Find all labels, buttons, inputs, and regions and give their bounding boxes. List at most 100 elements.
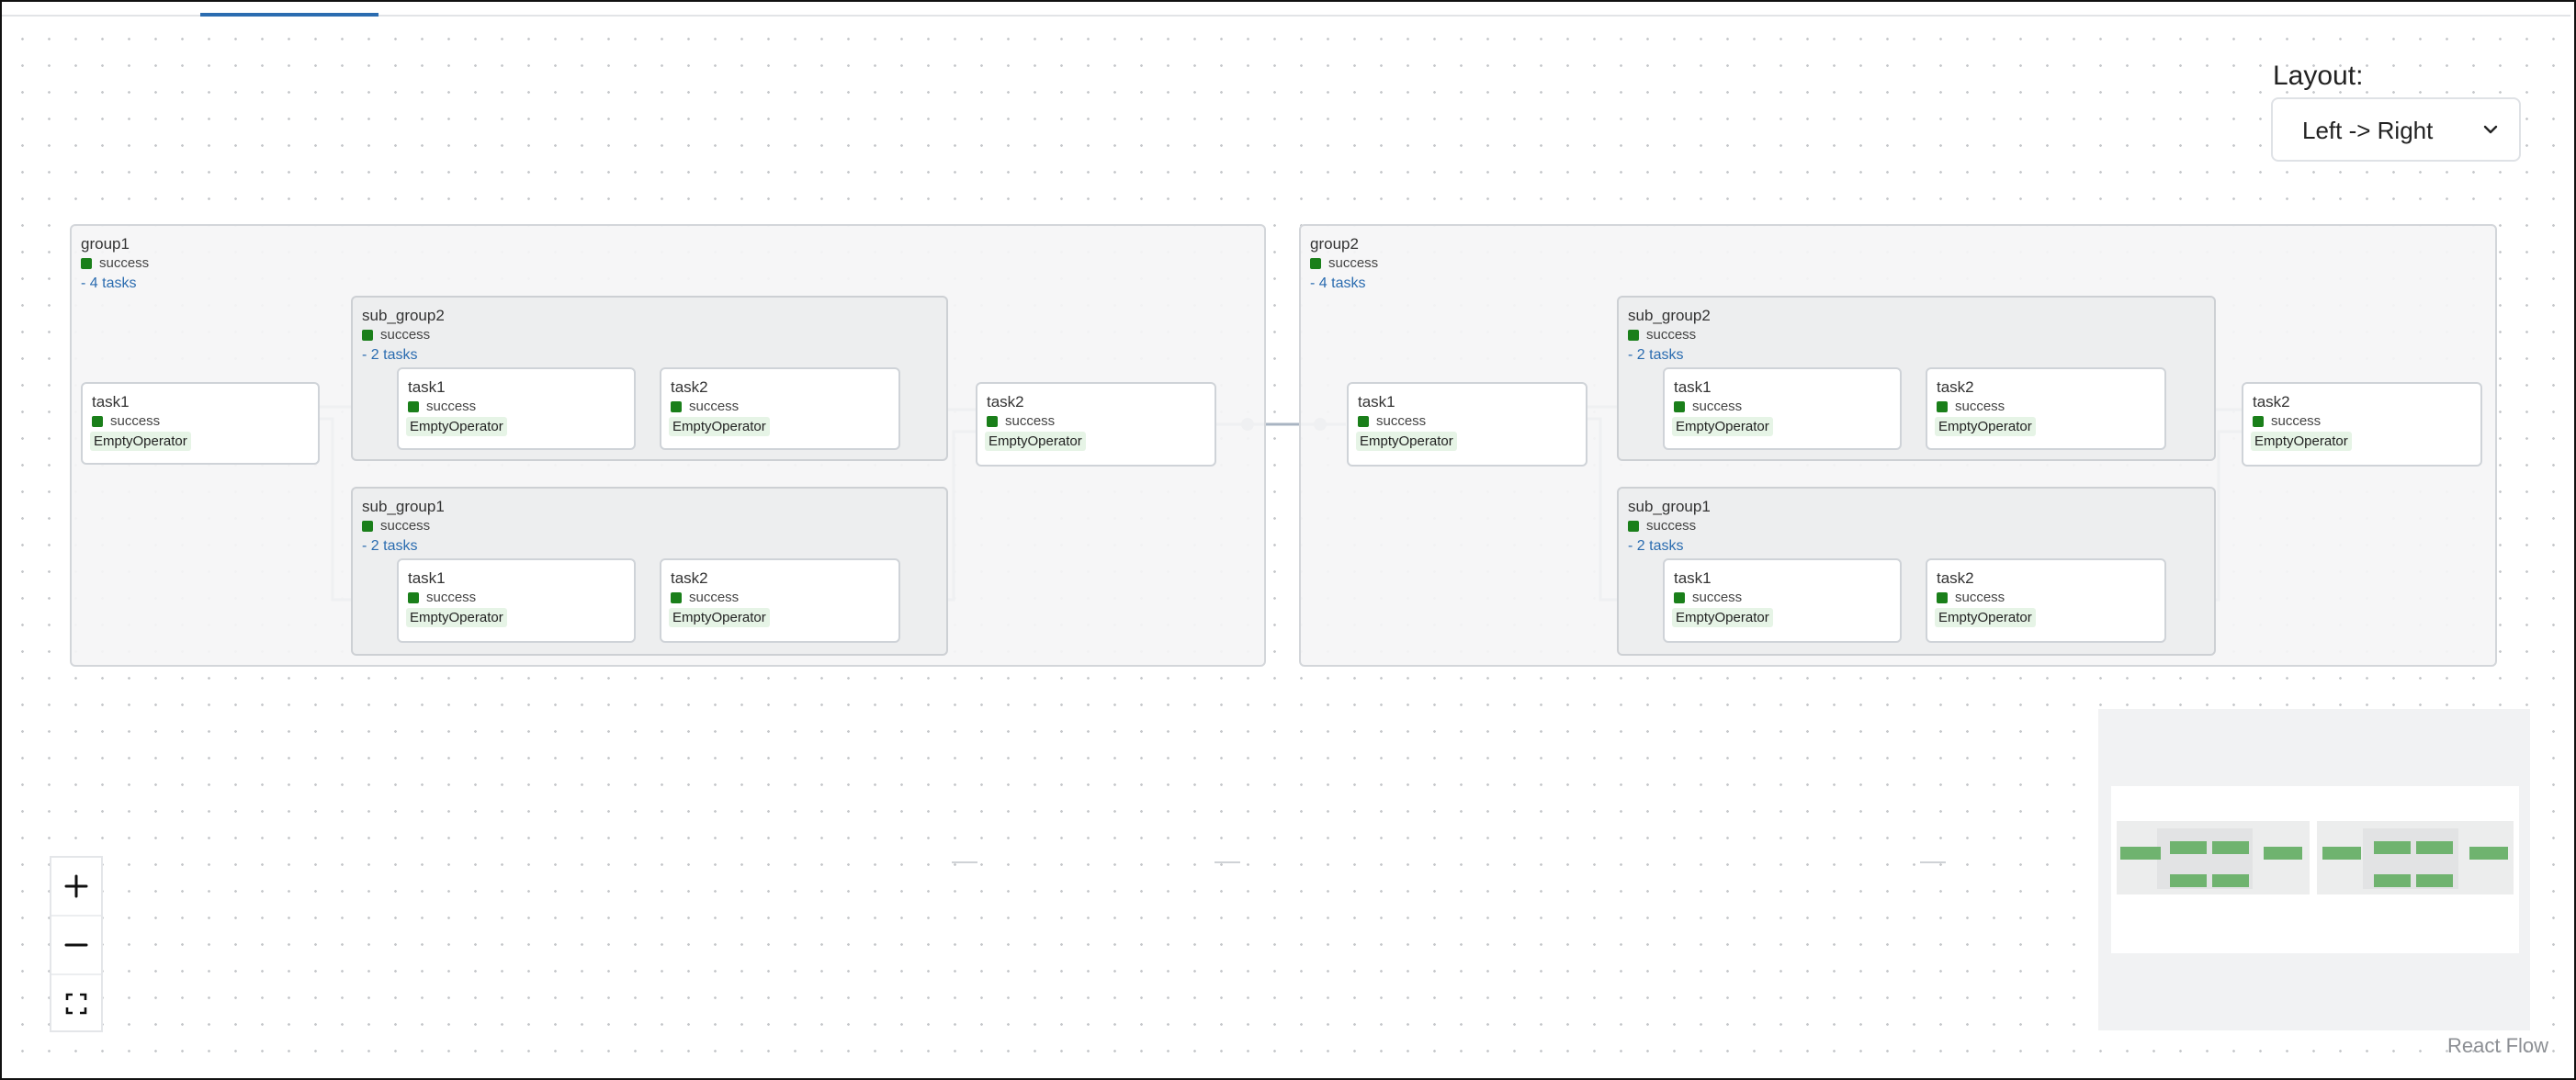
layout-select[interactable]: Left -> Right [2271, 97, 2521, 162]
chevron-down-icon [2483, 125, 2498, 134]
task-node[interactable]: task1 success EmptyOperator [81, 382, 320, 465]
status-text: success [1646, 327, 1697, 343]
react-flow-attribution[interactable]: React Flow [2447, 1034, 2549, 1057]
minimap-node [2212, 874, 2249, 887]
fit-view-button[interactable] [51, 973, 101, 1032]
task-status: success [671, 399, 739, 414]
zoom-controls [50, 856, 103, 1032]
active-tab-indicator[interactable] [200, 13, 378, 17]
task-node[interactable]: task2 success EmptyOperator [1926, 367, 2166, 450]
zoom-in-button[interactable] [51, 858, 101, 915]
status-text: success [1005, 413, 1056, 429]
task-status: success [92, 413, 160, 429]
success-status-icon [1674, 591, 1685, 603]
success-status-icon [1937, 591, 1948, 603]
task-title: task1 [1674, 378, 1712, 396]
success-status-icon [81, 257, 92, 269]
group-task-count[interactable]: - 2 tasks [362, 538, 418, 554]
group-task-count[interactable]: - 2 tasks [1628, 347, 1684, 363]
operator-badge: EmptyOperator [1935, 608, 2036, 627]
success-status-icon [92, 415, 103, 427]
operator-badge: EmptyOperator [1356, 432, 1457, 451]
task-title: task1 [408, 378, 446, 396]
task-node[interactable]: task2 success EmptyOperator [2242, 382, 2482, 467]
task-title: task2 [1937, 569, 1974, 587]
minimap-node [2374, 841, 2411, 854]
minimap-node [2212, 841, 2249, 854]
operator-badge: EmptyOperator [1935, 417, 2036, 436]
group-status: success [1628, 327, 1696, 343]
group-status: success [1628, 518, 1696, 534]
group-title: sub_group1 [1628, 498, 1711, 515]
success-status-icon [2253, 415, 2264, 427]
task-node[interactable]: task2 success EmptyOperator [1926, 558, 2166, 643]
task-status: success [408, 590, 476, 605]
group-title: group1 [81, 235, 130, 253]
zoom-out-button[interactable] [51, 915, 101, 973]
success-status-icon [1310, 257, 1321, 269]
success-status-icon [1937, 400, 1948, 412]
minimap-node [2170, 874, 2207, 887]
success-status-icon [408, 591, 419, 603]
layout-label: Layout: [2273, 61, 2364, 91]
task-title: task1 [1674, 569, 1712, 587]
group-title: sub_group1 [362, 498, 445, 515]
task-node[interactable]: task1 success EmptyOperator [397, 367, 636, 450]
status-text: success [1955, 590, 2005, 605]
operator-badge: EmptyOperator [669, 417, 770, 436]
minimap[interactable] [2098, 709, 2530, 1030]
task-node[interactable]: task1 success EmptyOperator [1347, 382, 1587, 467]
task-status: success [1937, 590, 2005, 605]
operator-badge: EmptyOperator [985, 432, 1086, 451]
task-title: task2 [2253, 393, 2290, 411]
zoom-in-icon [64, 874, 88, 898]
task-node[interactable]: task1 success EmptyOperator [397, 558, 636, 643]
task-status: success [987, 413, 1055, 429]
task-node[interactable]: task1 success EmptyOperator [1663, 558, 1902, 643]
group-status: success [81, 255, 149, 271]
task-node[interactable]: task2 success EmptyOperator [660, 367, 900, 450]
group-status: success [362, 518, 430, 534]
success-status-icon [671, 400, 682, 412]
group-task-count[interactable]: - 2 tasks [1628, 538, 1684, 554]
status-text: success [1646, 518, 1697, 534]
operator-badge: EmptyOperator [90, 432, 191, 451]
task-node[interactable]: task2 success EmptyOperator [976, 382, 1216, 467]
group-title: sub_group2 [362, 307, 445, 324]
status-text: success [426, 399, 477, 414]
task-status: success [2253, 413, 2321, 429]
status-text: success [689, 590, 740, 605]
task-title: task1 [408, 569, 446, 587]
operator-badge: EmptyOperator [669, 608, 770, 627]
edge-label-marker [1920, 861, 1946, 863]
status-text: success [99, 255, 150, 271]
minimap-viewport[interactable] [2111, 786, 2519, 953]
task-status: success [1674, 399, 1742, 414]
task-status: success [671, 590, 739, 605]
task-title: task2 [987, 393, 1024, 411]
status-text: success [1328, 255, 1379, 271]
status-text: success [1692, 399, 1743, 414]
operator-badge: EmptyOperator [406, 608, 507, 627]
task-status: success [408, 399, 476, 414]
task-node[interactable]: task1 success EmptyOperator [1663, 367, 1902, 450]
status-text: success [426, 590, 477, 605]
minimap-node [2469, 847, 2508, 860]
task-status: success [1937, 399, 2005, 414]
task-title: task1 [92, 393, 130, 411]
minimap-node [2322, 847, 2361, 860]
success-status-icon [408, 400, 419, 412]
minimap-node [2416, 874, 2453, 887]
task-title: task2 [1937, 378, 1974, 396]
task-status: success [1674, 590, 1742, 605]
status-text: success [1955, 399, 2005, 414]
operator-badge: EmptyOperator [1672, 608, 1773, 627]
success-status-icon [987, 415, 998, 427]
task-node[interactable]: task2 success EmptyOperator [660, 558, 900, 643]
group-task-count[interactable]: - 2 tasks [362, 347, 418, 363]
group-title: sub_group2 [1628, 307, 1711, 324]
task-status: success [1358, 413, 1426, 429]
group-task-count[interactable]: - 4 tasks [1310, 276, 1366, 291]
group-task-count[interactable]: - 4 tasks [81, 276, 137, 291]
